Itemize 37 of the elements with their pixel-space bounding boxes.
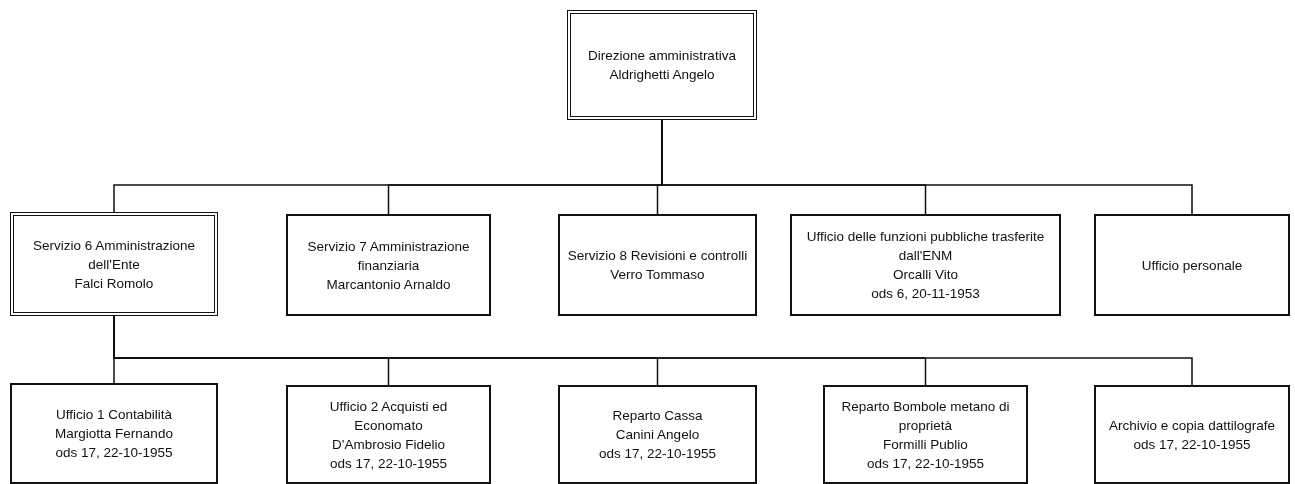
- box-text: ods 17, 22-10-1955: [866, 454, 985, 473]
- box-text: Servizio 6 Amministrazione dell'Ente: [31, 236, 197, 274]
- box-text: Ufficio 1 Contabilità: [55, 406, 173, 424]
- org-box: [10, 212, 218, 316]
- org-box: [790, 214, 1061, 316]
- org-box: [286, 214, 491, 316]
- box-text: ods 6, 20-11-1953: [871, 285, 980, 303]
- org-box: [558, 214, 757, 316]
- box-text: Reparto Cassa: [612, 407, 703, 425]
- box-text: ods 17, 22-10-1955: [55, 444, 173, 462]
- box-text: ods 17, 22-10-1955: [1133, 435, 1251, 454]
- box-text: Canini Angelo: [615, 426, 700, 444]
- box-text: D'Ambrosio Fidelio: [332, 435, 445, 454]
- org-box: [823, 385, 1028, 484]
- box-text: Ufficio personale: [1141, 256, 1243, 275]
- box-text: Aldrighetti Angelo: [609, 66, 715, 84]
- box-text: Direzione amministrativa: [588, 47, 736, 65]
- org-box: [1094, 385, 1290, 484]
- box-text: Archivio e copia dattilografe: [1109, 416, 1275, 435]
- box-text: Orcalli Vito: [893, 266, 958, 284]
- box-text: Reparto Bombole metano di proprietà: [840, 397, 1011, 435]
- org-box: [286, 385, 491, 484]
- box-text: Marcantonio Arnaldo: [326, 275, 451, 294]
- box-text: Ufficio delle funzioni pubbliche trasferite dall'ENM: [805, 228, 1046, 265]
- box-text: Servizio 7 Amministrazione finanziaria: [306, 237, 471, 275]
- org-box: [10, 383, 218, 484]
- box-text: Falci Romolo: [74, 274, 154, 293]
- org-box: [1094, 214, 1290, 316]
- box-text: ods 17, 22-10-1955: [329, 454, 448, 473]
- box-text: Ufficio 2 Acquisti ed Economato: [328, 397, 449, 435]
- box-text: Formilli Publio: [883, 435, 968, 454]
- org-box: [558, 385, 757, 484]
- box-text: Verro Tommaso: [610, 266, 705, 284]
- box-text: ods 17, 22-10-1955: [598, 445, 717, 463]
- box-text: Servizio 8 Revisioni e controlli: [567, 247, 748, 265]
- box-text: Margiotta Fernando: [55, 425, 173, 443]
- org-box: [567, 10, 757, 120]
